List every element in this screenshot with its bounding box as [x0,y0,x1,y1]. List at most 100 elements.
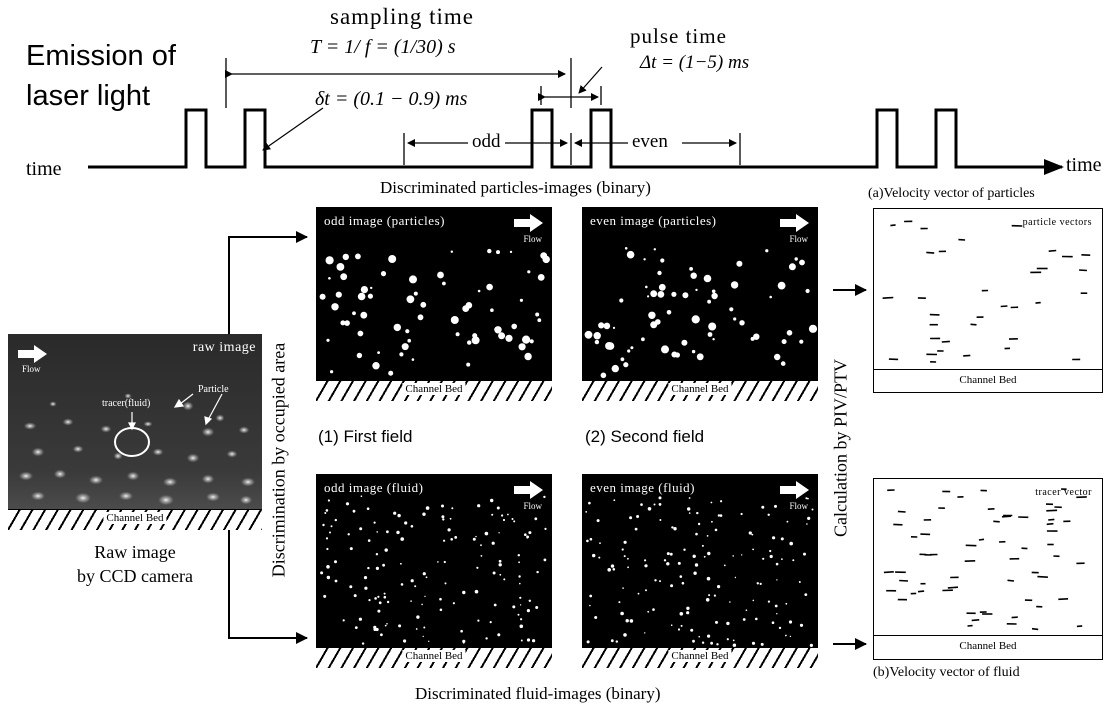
velocity-vector [890,224,896,227]
velocity-vector [899,579,909,582]
particle-dot [342,253,349,261]
particle-dot [486,283,493,291]
flow-label: Flow [523,234,542,244]
particle-dot [493,603,497,607]
particle-dot [717,585,721,589]
particle-dot [388,255,397,263]
channel-bed: Channel Bed [582,380,818,401]
particle-dot [342,619,345,622]
particle-dot [323,594,327,598]
particle-dot [634,527,638,531]
particle-dot [475,535,477,538]
particle-dot [598,556,601,559]
particle-dot [344,320,350,326]
particle-dot [619,298,624,303]
particle-dot [703,555,706,558]
particle-dot [378,601,382,605]
particle-dot [593,332,601,340]
velocity-vector [897,510,906,513]
particle-dot [411,358,415,361]
particle-dot [360,495,363,497]
particle-dot [677,628,681,631]
particle-dot [517,554,520,557]
particle-dot [772,536,776,540]
particle-dot [465,302,473,309]
particle-dot [477,504,481,508]
particle-dot [751,641,756,645]
particle-dot [507,513,509,516]
particle-dot [520,618,523,621]
particle-dot [334,579,338,583]
velocity-vector [882,296,894,299]
particle-dot [462,639,466,643]
particle-dot [400,562,402,565]
particle-dot [421,603,423,606]
particle-dot [401,343,409,351]
particle-dot [450,250,453,253]
particle-dot [671,291,677,297]
particle-dot [745,609,748,611]
particle-dot [653,248,656,251]
particle-dot [653,503,656,506]
particle-dot [425,506,430,510]
particle-dot [490,498,494,503]
particle-dot [707,299,711,304]
particle-dot [360,311,368,319]
particle-dot [424,595,426,598]
velocity-vector [1001,515,1012,518]
particle-dot [760,642,764,646]
particle-dot [352,311,356,316]
particle-dot [807,497,809,500]
particle-dot [600,372,607,379]
particle-dot [528,531,532,535]
particle-dot [441,515,445,519]
particle-dot [799,259,805,266]
particle-dot [625,619,629,623]
even-fluid-dots [585,496,814,647]
particle-dot [755,617,758,621]
particle-dot [467,340,472,345]
tracer-vectors-box: tracer vector Channel Bed [873,478,1103,660]
particle-dot [769,549,772,553]
particle-dot [410,525,414,528]
particle-dot [778,626,782,630]
particle-dot [807,516,811,520]
particle-dot [686,611,690,615]
particle-dot [329,531,331,534]
particle-dot [519,596,522,599]
particle-dot [519,604,522,606]
particle-dot [354,626,358,629]
particle-dot [805,288,810,294]
particle-dot [328,277,331,280]
particle-dot [325,537,329,540]
particle-dot [586,539,589,543]
velocity-vector [970,323,977,326]
first-field-caption: (1) First field [318,427,413,446]
particle-dot [610,639,614,643]
particle-dot [373,521,376,524]
particle-dot [526,638,531,642]
flow-label: Flow [789,234,808,244]
pulse-time-label: pulse time [630,24,727,48]
particle-dot [393,511,397,515]
particle-dot [437,271,444,279]
particle-dot [627,557,629,560]
odd-fluid-title: odd image (fluid) [324,480,424,495]
particle-dot [400,537,404,541]
particle-dot [442,518,445,521]
particle-dot [347,533,350,536]
velocity-vector [1079,269,1087,272]
particle-dot [382,563,385,567]
channel-bed-label: Channel Bed [959,374,1017,386]
particle-dot [512,605,516,609]
particle-dot [455,332,460,337]
flow-arrow-icon [514,481,543,499]
particle-dot [451,507,454,510]
particle-dot [535,606,539,609]
particle-dot [592,553,596,558]
particle-dot [383,595,387,599]
particle-dot [682,292,689,299]
particle-dot [518,561,520,564]
particle-dot [360,286,368,294]
particle-dot [774,353,781,361]
